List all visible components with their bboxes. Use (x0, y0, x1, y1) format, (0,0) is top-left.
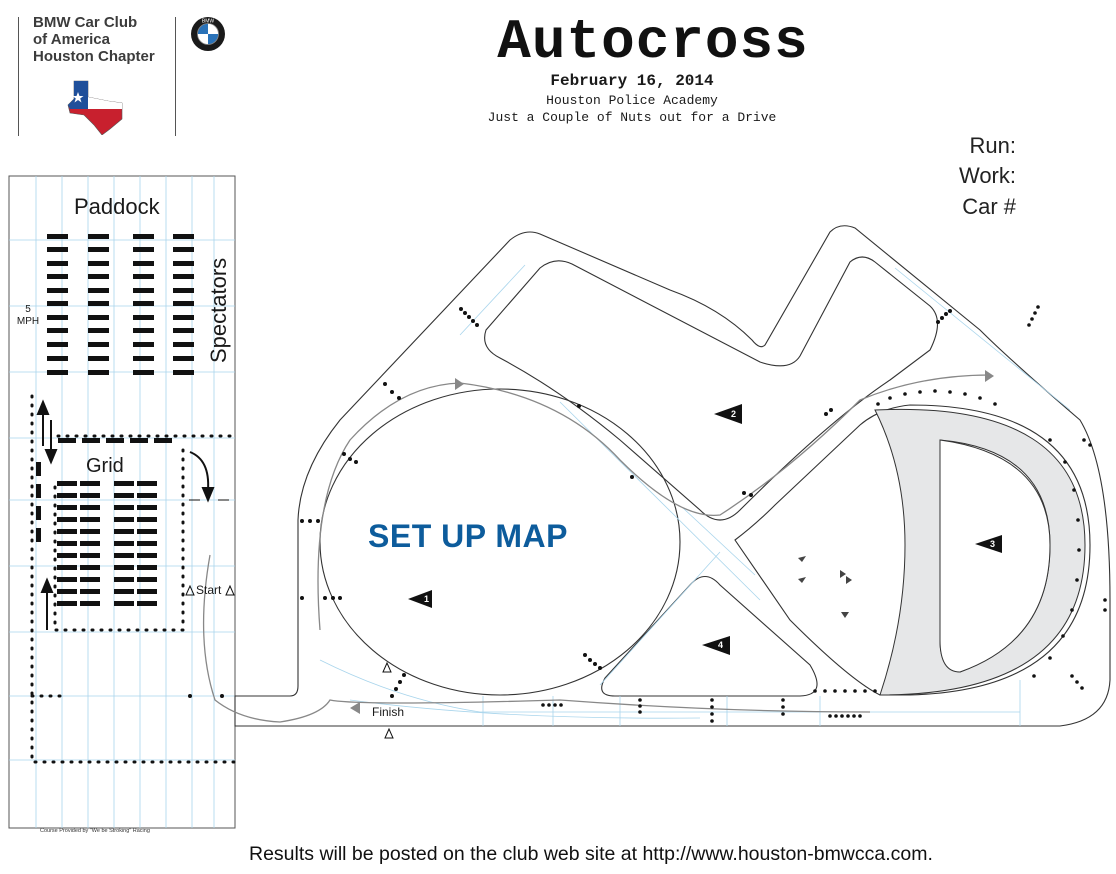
start-label: Start (196, 583, 222, 597)
setup-map-label: SET UP MAP (368, 518, 568, 554)
cone-icon (188, 305, 1107, 723)
worker-station-2-number: 2 (731, 409, 737, 419)
course-credit: Course Provided by "We be Stroking" Raci… (40, 828, 150, 834)
paddock-label: Paddock (74, 194, 160, 219)
worker-station-1-number: 1 (424, 594, 430, 604)
speed-limit-label: 5 MPH (14, 304, 42, 328)
club-name-line: of America (33, 31, 110, 48)
event-tagline: Just a Couple of Nuts out for a Drive (487, 110, 777, 125)
finish-label: Finish (372, 705, 405, 719)
event-venue: Houston Police Academy (546, 93, 718, 108)
work-label: Work: (958, 163, 1016, 188)
worker-station-3-number: 3 (990, 539, 996, 549)
results-note: Results will be posted on the club web s… (249, 843, 933, 865)
car-number-label: Car # (962, 194, 1016, 219)
worker-station-4-number: 4 (718, 640, 724, 650)
divider (175, 17, 176, 136)
run-label: Run: (969, 133, 1016, 158)
worker-station-flag-icon (408, 404, 1002, 655)
speed-limit-unit: MPH (16, 316, 40, 327)
event-date: February 16, 2014 (550, 72, 714, 90)
bmw-roundel-icon: BMW (191, 17, 225, 51)
divider (18, 17, 19, 136)
course-outline (202, 225, 1111, 727)
club-name-line: Houston Chapter (33, 48, 155, 65)
page-title: Autocross (497, 10, 809, 74)
texas-flag-map-icon (67, 80, 123, 135)
club-name-line: BMW Car Club (33, 14, 138, 31)
bmw-badge-letters: BMW (202, 19, 215, 25)
club-name: BMW Car Club of America Houston Chapter (33, 14, 155, 65)
speed-limit-number: 5 (25, 304, 31, 315)
grid-label: Grid (86, 455, 124, 477)
paddock-lot (8, 175, 238, 829)
spectators-label: Spectators (206, 257, 231, 363)
